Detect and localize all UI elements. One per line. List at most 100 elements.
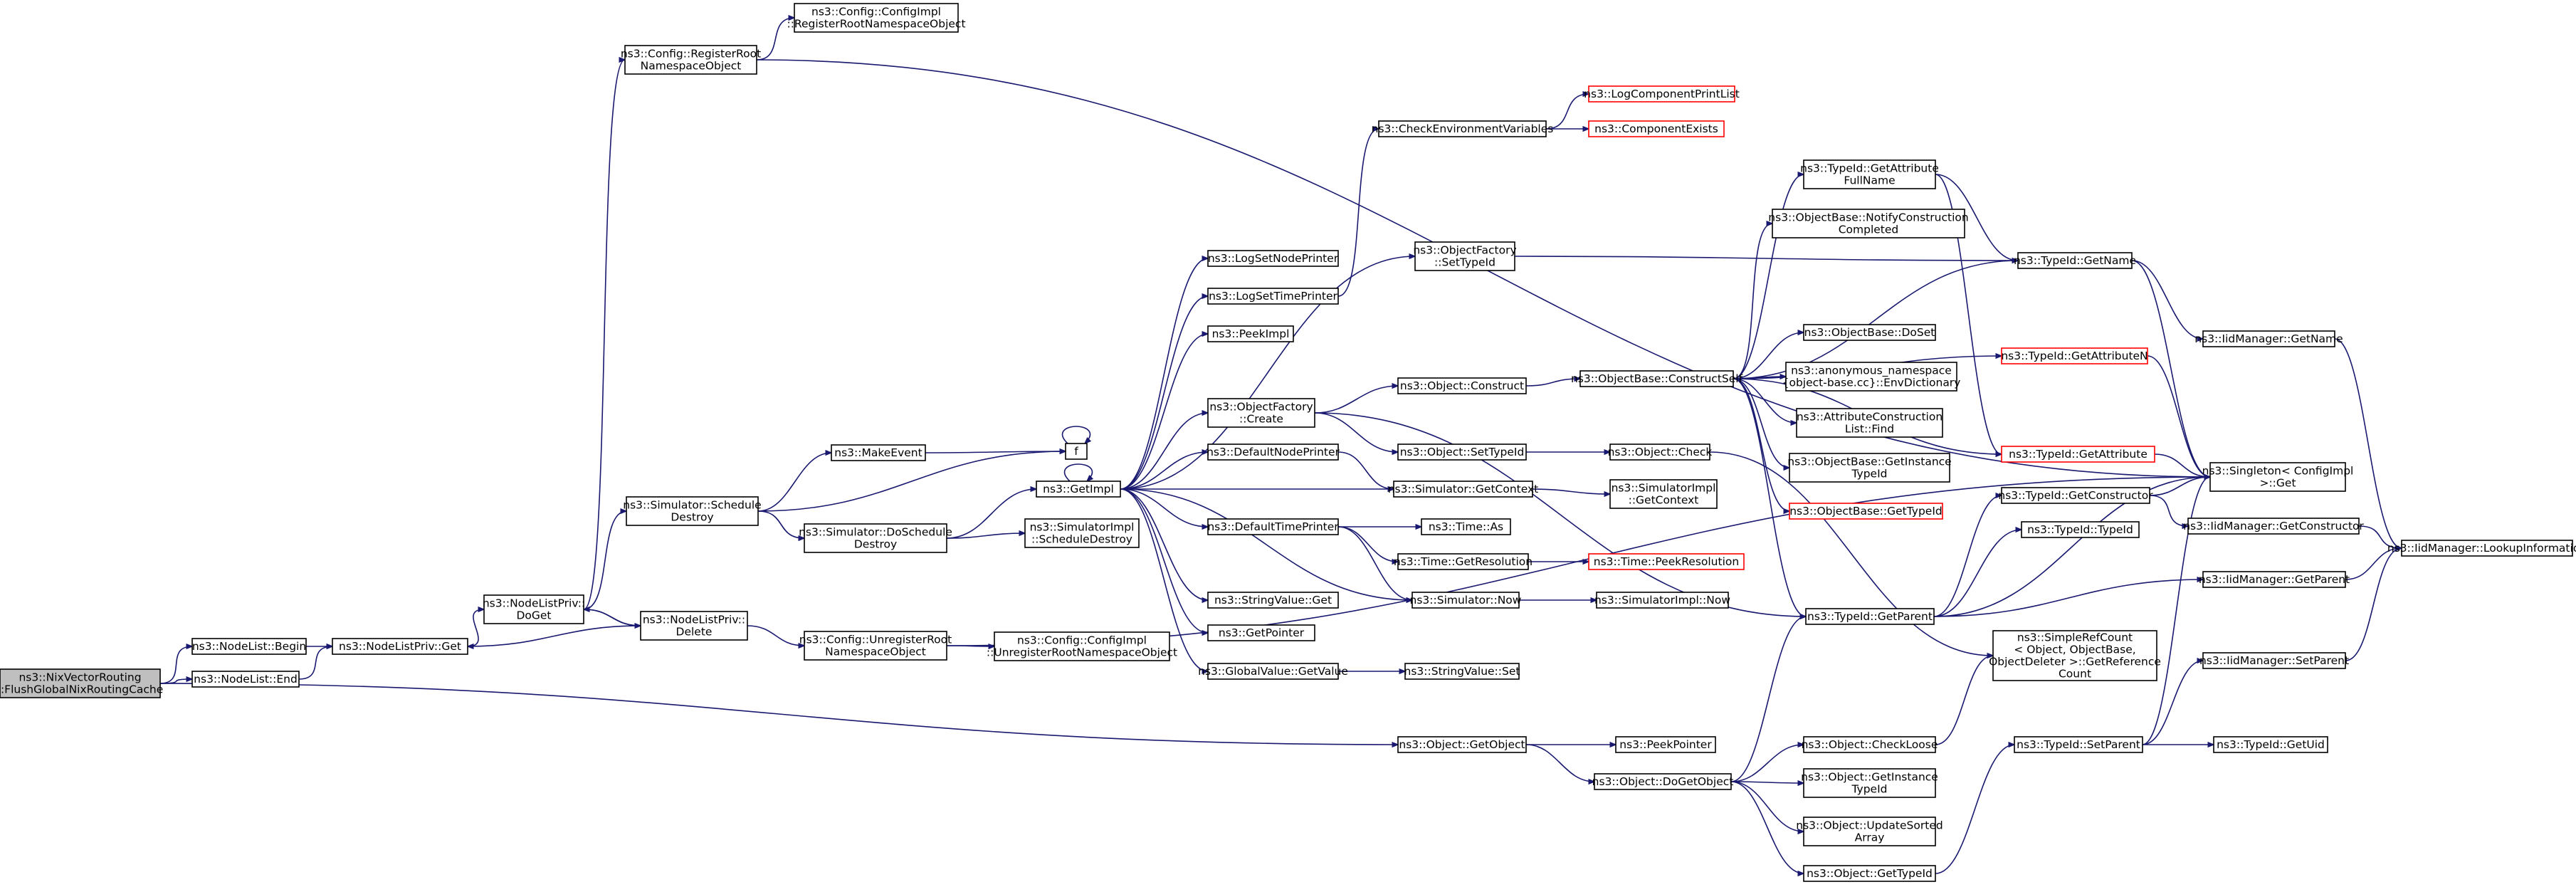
node-deftime[interactable]: ns3::DefaultTimePrinter [1207, 518, 1339, 535]
node-makeevent[interactable]: ns3::MakeEvent [831, 444, 926, 461]
node-objdogetobj[interactable]: ns3::Object::DoGetObject [1592, 773, 1734, 790]
node-cfgreg[interactable]: ns3::Config::RegisterRootNamespaceObject [621, 45, 761, 75]
node-label: ns3::ComponentExists [1594, 122, 1718, 135]
node-checkenv[interactable]: ns3::CheckEnvironmentVariables [1372, 120, 1554, 137]
node-simimplgetctx[interactable]: ns3::SimulatorImpl::GetContext [1609, 479, 1718, 509]
node-label: ns3::LogComponentPrintList [1584, 88, 1740, 100]
node-getptr[interactable]: ns3::GetPointer [1207, 624, 1315, 641]
node-label: ns3::TypeId::GetAttribute [1800, 162, 1939, 175]
node-label: ns3::StringValue::Get [1214, 594, 1332, 607]
node-nlpdoget[interactable]: ns3::NodeListPriv::DoGet [483, 594, 585, 624]
node-iidgetctor[interactable]: ns3::IidManager::GetConstructor [2183, 518, 2364, 535]
edge-getimpl-to-logtime [1120, 296, 1208, 490]
node-root[interactable]: ns3::NixVectorRouting::FlushGlobalNixRou… [0, 668, 163, 698]
node-tidtid[interactable]: ns3::TypeId::TypeId [2021, 521, 2140, 538]
node-label: ns3::Time::GetResolution [1394, 555, 1533, 568]
node-objbasedoset[interactable]: ns3::ObjectBase::DoSet [1803, 324, 1936, 341]
node-iidgetname[interactable]: ns3::IidManager::GetName [2194, 330, 2343, 347]
node-label: ::ScheduleDestroy [1031, 533, 1132, 546]
node-label: ns3::TypeId::GetParent [1807, 610, 1933, 623]
node-tidgetctor[interactable]: ns3::TypeId::GetConstructor [1998, 487, 2153, 504]
node-box [1207, 663, 1339, 680]
edge-objbasecs-to-attrfind [1733, 378, 1797, 423]
node-box [626, 496, 759, 526]
node-cfgunreg[interactable]: ns3::Config::UnregisterRootNamespaceObje… [799, 631, 952, 661]
node-getimpl[interactable]: ns3::GetImpl [1036, 481, 1121, 498]
node-peekptr[interactable]: ns3::PeekPointer [1615, 736, 1716, 753]
node-objcheck[interactable]: ns3::Object::Check [1608, 444, 1713, 461]
node-tidgetparent[interactable]: ns3::TypeId::GetParent [1805, 608, 1935, 625]
node-objbasecs[interactable]: ns3::ObjectBase::ConstructSelf [1571, 370, 1743, 387]
node-box [1207, 288, 1339, 305]
edge-logtime-to-checkenv [1337, 129, 1379, 297]
node-objsettid[interactable]: ns3::Object::SetTypeId [1397, 444, 1527, 461]
node-box [1024, 518, 1140, 548]
node-simimplnow[interactable]: ns3::SimulatorImpl::Now [1594, 592, 1730, 609]
edge-nlpdelete-to-nlpdoget [584, 609, 641, 626]
node-logcompprint[interactable]: ns3::LogComponentPrintList [1584, 85, 1740, 103]
node-box [804, 523, 947, 553]
node-nlpget[interactable]: ns3::NodeListPriv::Get [332, 638, 468, 655]
edge-root-to-nlbegin [159, 646, 192, 684]
node-f[interactable]: f [1065, 443, 1088, 460]
node-compexists[interactable]: ns3::ComponentExists [1588, 120, 1725, 137]
node-label: ns3::Time::PeekResolution [1594, 555, 1739, 568]
node-nlbegin[interactable]: ns3::NodeList::Begin [191, 638, 307, 655]
node-objgetobj[interactable]: ns3::Object::GetObject [1397, 736, 1527, 753]
node-anonenv[interactable]: ns3::anonymous_namespace{object-base.cc}… [1782, 362, 1961, 392]
edge-nlpdelete-to-cfgunreg [747, 625, 804, 646]
node-simsched[interactable]: ns3::Simulator::ScheduleDestroy [623, 496, 762, 526]
node-iidgetparent[interactable]: ns3::IidManager::GetParent [2199, 571, 2350, 588]
node-iidsetparent[interactable]: ns3::IidManager::SetParent [2199, 652, 2349, 669]
node-tidgetattrn[interactable]: ns3::TypeId::GetAttributeN [2001, 347, 2148, 364]
node-cfgimplreg[interactable]: ns3::Config::ConfigImpl::RegisterRootNam… [787, 3, 966, 33]
node-timepeekres[interactable]: ns3::Time::PeekResolution [1588, 553, 1745, 570]
node-gvget[interactable]: ns3::GlobalValue::GetValue [1198, 663, 1348, 680]
node-label: ns3::ObjectBase::NotifyConstruction [1768, 211, 1968, 224]
node-nlend[interactable]: ns3::NodeList::End [191, 671, 300, 688]
node-lognode[interactable]: ns3::LogSetNodePrinter [1207, 250, 1339, 267]
node-ofcreate[interactable]: ns3::ObjectFactory::Create [1207, 398, 1315, 428]
node-label: ns3::Config::ConfigImpl [1017, 634, 1147, 647]
node-tidgetuid[interactable]: ns3::TypeId::GetUid [2213, 736, 2328, 753]
node-label: ::UnregisterRootNamespaceObject [987, 646, 1177, 659]
node-box [2001, 347, 2148, 364]
node-simgetctx[interactable]: ns3::Simulator::GetContext [1388, 481, 1539, 498]
node-cfgimplunreg[interactable]: ns3::Config::ConfigImpl::UnregisterRootN… [987, 631, 1177, 661]
node-simimplsched[interactable]: ns3::SimulatorImpl::ScheduleDestroy [1024, 518, 1140, 548]
node-label: NamespaceObject [641, 60, 742, 73]
node-simnow[interactable]: ns3::Simulator::Now [1410, 592, 1522, 609]
node-strset[interactable]: ns3::StringValue::Set [1404, 663, 1520, 680]
node-label: Count [2059, 668, 2091, 681]
node-singleton[interactable]: ns3::Singleton< ConfigImpl >::Get [2202, 462, 2354, 492]
node-box [1803, 865, 1936, 882]
node-objconstruct[interactable]: ns3::Object::Construct [1397, 377, 1527, 394]
node-tidgetattr[interactable]: ns3::TypeId::GetAttribute [2001, 446, 2155, 463]
node-defnode[interactable]: ns3::DefaultNodePrinter [1206, 444, 1340, 461]
node-objcheckloose[interactable]: ns3::Object::CheckLoose [1802, 736, 1938, 753]
node-label: ns3::Object::UpdateSorted [1796, 819, 1942, 832]
node-strget[interactable]: ns3::StringValue::Get [1207, 592, 1339, 609]
node-tidsetparent[interactable]: ns3::TypeId::SetParent [2014, 736, 2143, 753]
node-label: Destroy [671, 511, 713, 524]
node-iidlookup[interactable]: ns3::IidManager::LookupInformation [2387, 540, 2576, 557]
node-objbasegettid[interactable]: ns3::ObjectBase::GetTypeId [1789, 503, 1943, 520]
node-objgettid[interactable]: ns3::Object::GetTypeId [1803, 865, 1936, 882]
node-ofsettid[interactable]: ns3::ObjectFactory::SetTypeId [1413, 241, 1517, 271]
node-box [1803, 736, 1936, 753]
node-logtime[interactable]: ns3::LogSetTimePrinter [1207, 288, 1339, 305]
node-timeas[interactable]: ns3::Time::As [1421, 518, 1511, 535]
node-box [1421, 518, 1511, 535]
node-nlpdelete[interactable]: ns3::NodeListPriv::Delete [640, 611, 748, 641]
node-timegetres[interactable]: ns3::Time::GetResolution [1394, 553, 1533, 570]
node-objbasenotify[interactable]: ns3::ObjectBase::NotifyConstructionCompl… [1768, 209, 1969, 238]
node-simplerefcount[interactable]: ns3::SimpleRefCount< Object, ObjectBase,… [1989, 630, 2161, 681]
node-peekimpl[interactable]: ns3::PeekImpl [1207, 325, 1294, 342]
node-tidgetname[interactable]: ns3::TypeId::GetName [2014, 252, 2136, 269]
